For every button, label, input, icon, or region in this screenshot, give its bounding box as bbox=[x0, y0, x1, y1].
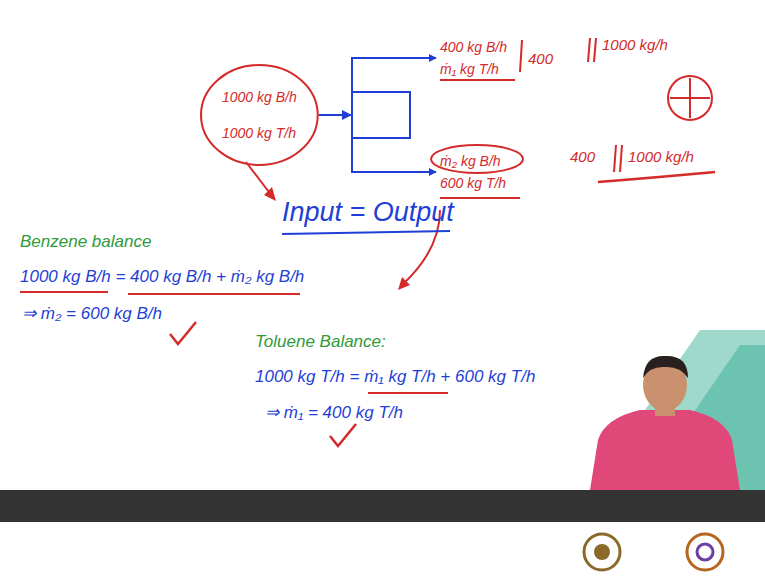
stream-ellipse bbox=[201, 65, 318, 165]
flow-note: 1000 kg/h bbox=[628, 148, 694, 166]
stream-line bbox=[319, 115, 436, 172]
tally-mark bbox=[520, 40, 522, 72]
presenter-hair bbox=[643, 356, 688, 378]
check-mark bbox=[170, 322, 196, 344]
tally-mark bbox=[594, 38, 596, 62]
label-holder: 1000 kg/h bbox=[602, 36, 668, 54]
pointer-arrow bbox=[264, 187, 276, 201]
balance-equation: 1000 kg T/h = ṁ₁ kg T/h + 600 kg T/h bbox=[255, 367, 535, 387]
stream-node: 400 kg B/h ṁ₁ kg T/h bbox=[440, 38, 507, 78]
stream-text: 400 kg B/h bbox=[440, 38, 507, 56]
stream-line bbox=[319, 58, 436, 115]
separator-box bbox=[352, 92, 410, 138]
stream-text: 600 kg T/h bbox=[440, 174, 506, 192]
logo bbox=[584, 534, 620, 570]
section-heading: Toluene Balance: bbox=[255, 332, 386, 352]
sum-symbol bbox=[670, 97, 710, 99]
teal-band bbox=[590, 330, 765, 490]
bottom-bar bbox=[0, 490, 765, 522]
label-holder: Benzene balance bbox=[20, 232, 151, 252]
result-equation: ⇒ ṁ₁ = 400 kg T/h bbox=[265, 403, 403, 423]
label-holder: 400 bbox=[570, 148, 595, 166]
logo bbox=[594, 544, 610, 560]
label-holder: ⇒ ṁ₂ = 600 kg B/h bbox=[22, 304, 162, 324]
pointer-arrow bbox=[398, 277, 410, 290]
stream-text: ṁ₁ kg T/h bbox=[440, 60, 507, 78]
section-heading: Benzene balance bbox=[20, 232, 151, 252]
sum-symbol bbox=[668, 76, 712, 120]
result-equation: ⇒ ṁ₂ = 600 kg B/h bbox=[22, 304, 162, 324]
presenter-shirt bbox=[590, 410, 740, 490]
label-holder: 1000 kg/h bbox=[628, 148, 694, 166]
stream-ellipse bbox=[200, 64, 319, 166]
underline bbox=[20, 291, 108, 293]
label-holder: Toluene Balance: bbox=[255, 332, 386, 352]
underline bbox=[282, 231, 450, 234]
flow-note: 1000 kg/h bbox=[602, 36, 668, 54]
highlight-ellipse bbox=[431, 145, 523, 173]
underline bbox=[598, 172, 715, 182]
balance-equation: 1000 kg B/h = 400 kg B/h + ṁ₂ kg B/h bbox=[20, 267, 304, 287]
label-holder: 1000 kg T/h = ṁ₁ kg T/h + 600 kg T/h bbox=[255, 367, 535, 387]
underline bbox=[128, 293, 300, 295]
tally-mark bbox=[620, 145, 622, 172]
stream-text: 1000 kg T/h bbox=[222, 124, 297, 142]
stream-node: 1000 kg B/h 1000 kg T/h bbox=[200, 64, 319, 166]
logo bbox=[687, 534, 723, 570]
flow-note: 400 bbox=[528, 50, 553, 68]
stream-text: 1000 kg B/h bbox=[222, 88, 297, 106]
label-holder: 1000 kg B/h = 400 kg B/h + ṁ₂ kg B/h bbox=[20, 267, 304, 287]
underline bbox=[368, 392, 448, 394]
tally-mark bbox=[588, 38, 590, 62]
underline bbox=[440, 79, 515, 81]
stream-node: ṁ₂ kg B/h 600 kg T/h bbox=[440, 152, 506, 192]
label-holder: 400 bbox=[528, 50, 553, 68]
label-holder: Input = Output bbox=[282, 196, 454, 228]
flow-note: 400 bbox=[570, 148, 595, 166]
stream-text: ṁ₂ kg B/h bbox=[440, 152, 506, 170]
label-holder: ⇒ ṁ₁ = 400 kg T/h bbox=[265, 403, 403, 423]
principle-heading: Input = Output bbox=[282, 196, 454, 228]
check-mark bbox=[330, 424, 356, 446]
tally-mark bbox=[614, 145, 616, 172]
logo bbox=[697, 544, 713, 560]
